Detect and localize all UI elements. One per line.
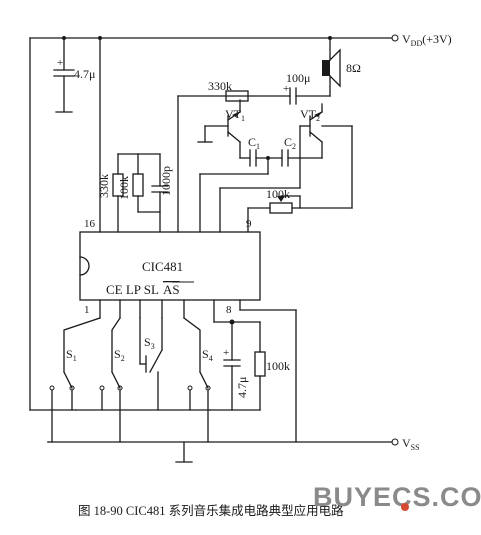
vss-label: VSS [402,436,420,452]
ic-pin-1: 1 [84,304,90,316]
watermark-logo: BUYECS.COM [313,482,481,512]
switch-s4-label: S4 [202,347,213,363]
ic-name: CIC481 [142,259,183,274]
svg-text:+: + [223,347,229,359]
vt2-label: VT2 [300,107,320,123]
resistor-100k [132,153,144,213]
resistor-330k-label: 330k [97,174,111,198]
coupling-capacitor: + [283,83,297,105]
transistor-vt1 [204,99,241,159]
switch-s4 [183,317,211,443]
ic-body [79,231,261,301]
lower-resistor-label: 100k [266,359,290,373]
feedback-resistor [225,90,249,102]
svg-text:+: + [283,83,289,95]
speaker-label: 8Ω [346,61,361,75]
capacitor-1000p-label: 1000p [159,166,173,196]
lower-capacitor-label: 4.7μ [235,377,249,398]
resistor-330k [112,153,124,233]
switch-s1 [49,317,101,443]
vt1-label: VT1 [225,107,245,123]
vss-rail [47,438,399,446]
ic-pin-9: 9 [246,218,252,230]
speaker-icon [322,36,341,97]
switch-s3 [139,317,163,411]
figure-caption: 图 18-90 CIC481 系列音乐集成电路典型应用电路 [78,503,344,518]
switch-s3-label: S3 [144,335,155,351]
vdd-label: VDD(+3V) [402,32,452,48]
lower-capacitor: + [223,321,241,411]
ground-icon [175,441,193,463]
switch-s2 [99,317,123,443]
lower-resistor [254,321,266,411]
transistor-vt2 [299,103,323,159]
ic-pin-16: 16 [84,218,96,230]
potentiometer [247,195,353,214]
svg-text:BUYECS.COM: BUYECS.COM [313,482,481,512]
c2-label: C2 [284,135,296,151]
vdd-rail [29,34,399,42]
supply-capacitor-label: 4.7μ [74,67,95,81]
svg-text:+: + [57,57,63,69]
potentiometer-label: 100k [266,187,290,201]
supply-capacitor: + [53,36,75,113]
resistor-100k-label: 100k [117,176,131,200]
capacitor-c2 [281,149,289,167]
switch-s2-label: S2 [114,347,125,363]
ic-pin-8: 8 [226,304,232,316]
feedback-resistor-label: 330k [208,79,232,93]
capacitor-c1 [249,149,257,167]
coupling-capacitor-label: 100μ [286,71,310,85]
switch-s1-label: S1 [66,347,77,363]
c1-label: C1 [248,135,260,151]
